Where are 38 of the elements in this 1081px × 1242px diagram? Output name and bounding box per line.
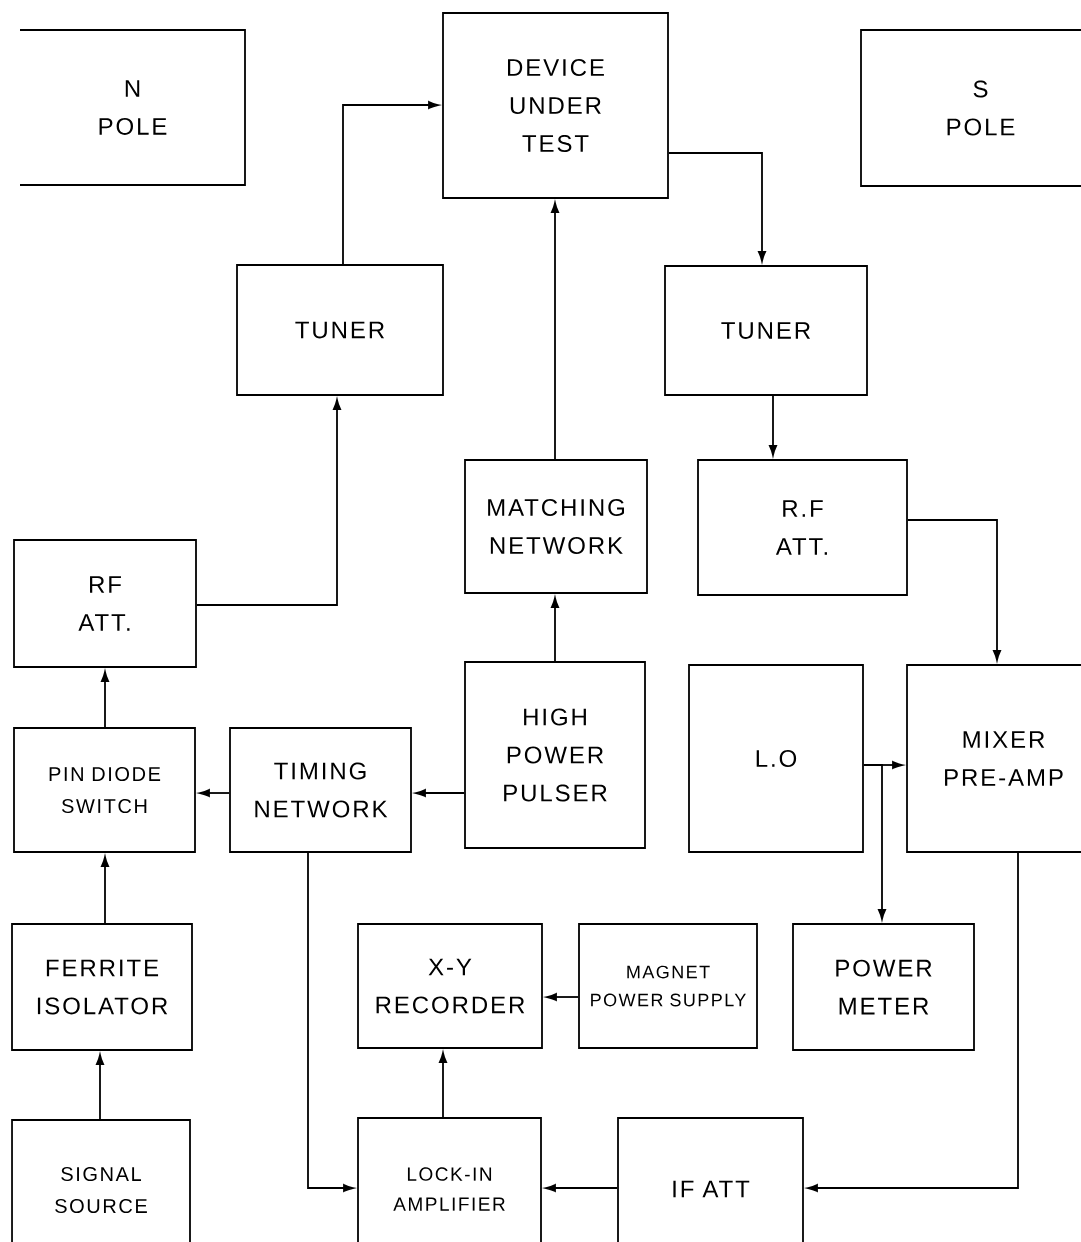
arrow [307, 852, 354, 1192]
block-box: SIGNAL SOURCE [11, 1119, 191, 1242]
arrow [96, 1054, 104, 1120]
arrow [769, 395, 777, 456]
arrow [863, 764, 886, 920]
arrow [101, 856, 109, 924]
block-box: LOCK-IN AMPLIFIER [357, 1117, 542, 1242]
block-box: DEVICE UNDER TEST [442, 12, 669, 199]
block-box: L.O [688, 664, 864, 853]
arrow [415, 789, 465, 797]
arrow [807, 852, 1019, 1192]
block-box: IF ATT [617, 1117, 804, 1242]
arrow [101, 671, 109, 728]
arrow [668, 152, 766, 262]
block-box: MATCHING NETWORK [464, 459, 648, 594]
magnet-pole: S POLE [860, 29, 1081, 187]
block-box: MIXER PRE-AMP [906, 664, 1081, 853]
block-box: TIMING NETWORK [229, 727, 412, 853]
arrow [196, 399, 341, 606]
block-box: POWER METER [792, 923, 975, 1051]
block-box: R.F ATT. [697, 459, 908, 596]
block-box: FERRITE ISOLATOR [11, 923, 193, 1051]
arrow [551, 202, 559, 460]
block-box: TUNER [236, 264, 444, 396]
arrow [545, 1184, 618, 1192]
block-box: HIGH POWER PULSER [464, 661, 646, 849]
block-box: X-Y RECORDER [357, 923, 543, 1049]
block-box: PIN DIODE SWITCH [13, 727, 196, 853]
block-box: RF ATT. [13, 539, 197, 668]
block-box: TUNER [664, 265, 868, 396]
magnet-pole: N POLE [19, 29, 246, 186]
arrow [551, 597, 559, 662]
block-box: MAGNET POWER SUPPLY [578, 923, 758, 1049]
arrow [546, 993, 579, 1001]
arrow [907, 519, 1001, 661]
arrow [342, 101, 439, 265]
arrow [439, 1052, 447, 1118]
arrow [199, 789, 230, 797]
